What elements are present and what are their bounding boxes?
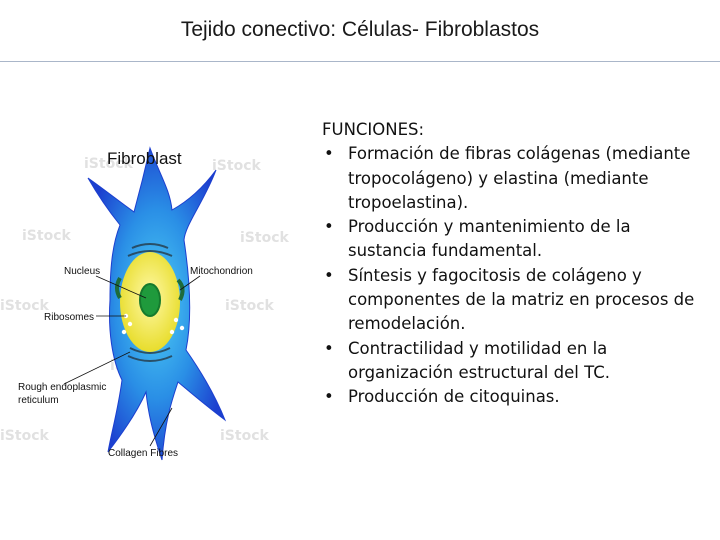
label-collagen: Collagen Fibres: [108, 448, 178, 459]
collagen-pointer: [149, 407, 173, 447]
label-ribosomes: Ribosomes: [44, 312, 94, 323]
functions-heading: FUNCIONES:: [322, 120, 425, 139]
function-item: • Producción de citoquinas.: [322, 385, 714, 409]
label-nucleus: Nucleus: [64, 266, 100, 277]
bullet: •: [324, 144, 334, 164]
mitochondrion: [176, 278, 185, 301]
mitochondrion: [115, 276, 122, 300]
nucleus-pointer: [95, 275, 147, 299]
slide-title: Tejido conectivo: Células- Fibroblastos: [180, 18, 540, 41]
bullet: •: [324, 338, 334, 358]
fibroblast-diagram: iStock iStock iStock iStock iStock iStoc…: [0, 130, 310, 480]
function-text: Síntesis y fagocitosis de colágeno y com…: [348, 265, 695, 334]
bullet: •: [324, 387, 334, 407]
function-text: Contractilidad y motilidad en la organiz…: [348, 338, 610, 382]
function-item: • Contractilidad y motilidad en la organi…: [322, 337, 714, 386]
watermark: iStock: [220, 428, 269, 444]
functions-panel: FUNCIONES: • Formación de fibras colágena…: [322, 118, 714, 410]
function-text: Formación de fibras colágenas (mediante …: [348, 144, 691, 212]
function-text: Producción de citoquinas.: [348, 387, 560, 407]
watermark: iStock: [0, 298, 49, 314]
function-item: • Producción y mantenimiento de la sustan…: [322, 215, 714, 264]
figure-title: Fibroblast: [107, 149, 182, 168]
functions-list: • Formación de fibras colágenas (mediante…: [322, 142, 714, 409]
title-divider: [0, 61, 720, 62]
bullet: •: [324, 265, 334, 285]
label-rer-line1: Rough endoplasmic: [18, 382, 106, 393]
bullet: •: [324, 217, 334, 237]
watermark: iStock: [84, 156, 133, 172]
label-rer-line2: reticulum: [18, 395, 59, 406]
watermark: iStock: [240, 230, 289, 246]
watermark: iStock: [22, 228, 71, 244]
mitochondrion-pointer: [179, 275, 201, 291]
watermark: iStock: [0, 428, 49, 444]
label-mitochondrion: Mitochondrion: [190, 266, 253, 277]
fibroblast-illustration: iStock iStock iStock iStock iStock iStoc…: [0, 146, 289, 461]
rer-pointer: [63, 351, 131, 385]
nucleus-core: [139, 283, 161, 317]
watermark: iStock: [212, 158, 261, 174]
function-item: • Síntesis y fagocitosis de colágeno y co…: [322, 264, 714, 337]
watermark: iStock: [225, 298, 274, 314]
function-item: • Formación de fibras colágenas (mediante…: [322, 142, 714, 215]
endoplasmic-reticulum: [127, 243, 173, 362]
function-text: Producción y mantenimiento de la sustanc…: [348, 217, 631, 261]
